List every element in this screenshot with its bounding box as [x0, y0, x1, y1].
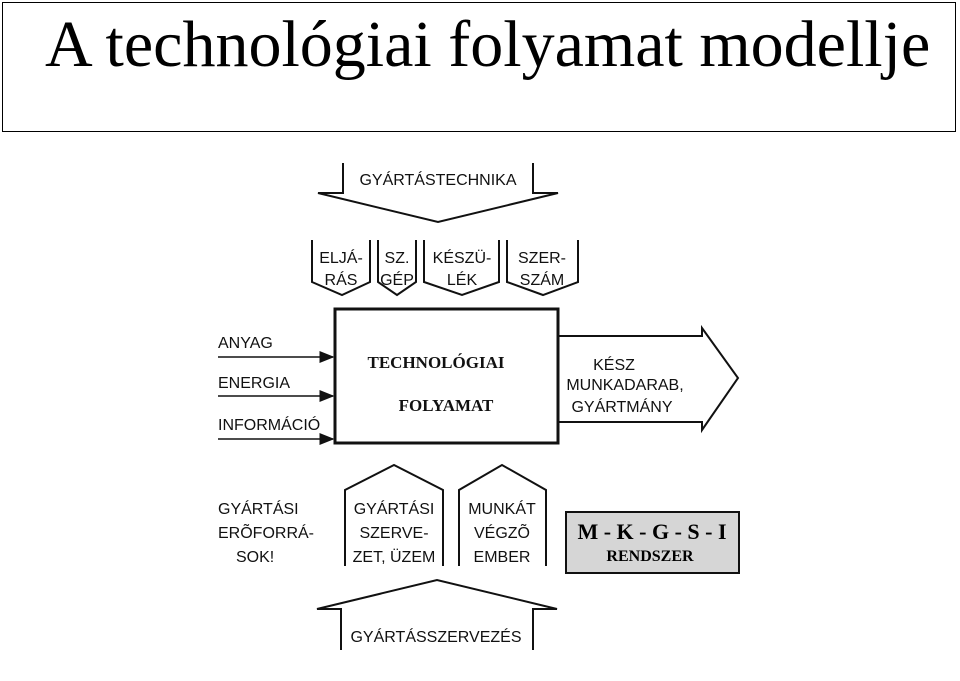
- worker-line1: MUNKÁT: [468, 499, 536, 518]
- output-line3: GYÁRTMÁNY: [571, 397, 672, 416]
- bottom-arrow-label: GYÁRTÁSSZERVEZÉS: [350, 627, 521, 646]
- organization-line3: ZET, ÜZEM: [353, 548, 436, 566]
- top-arrow-label: GYÁRTÁSTECHNIKA: [359, 170, 516, 189]
- organization-line2: SZERVE-: [359, 525, 428, 542]
- tool-eljaras-line2: RÁS: [325, 270, 358, 289]
- input-informacio-label: INFORMÁCIÓ: [218, 415, 320, 434]
- input-informacio: INFORMÁCIÓ: [218, 415, 335, 445]
- tool-keszulek-shape: [423, 240, 500, 297]
- tool-eljaras-line1: ELJÁ-: [319, 248, 363, 267]
- input-anyag: ANYAG: [218, 335, 335, 363]
- tool-szgep: SZ. GÉP: [377, 240, 417, 297]
- process-box-rect: [333, 307, 560, 445]
- system-box-rect: [565, 511, 740, 574]
- worker-line3: EMBER: [474, 549, 531, 566]
- organization-line1: GYÁRTÁSI: [354, 499, 435, 518]
- process-box: TECHNOLÓGIAI FOLYAMAT: [333, 307, 560, 445]
- top-arrow-shape: [317, 163, 559, 224]
- page-title: A technológiai folyamat modellje: [45, 8, 931, 81]
- tool-keszulek: KÉSZÜ- LÉK: [423, 240, 500, 297]
- tool-szgep-line2: GÉP: [380, 270, 414, 289]
- tool-szgep-line1: SZ.: [385, 250, 410, 267]
- worker-line2: VÉGZÕ: [474, 522, 530, 542]
- system-box: M - K - G - S - I RENDSZER: [565, 511, 740, 574]
- input-anyag-label: ANYAG: [218, 335, 273, 352]
- process-line1: TECHNOLÓGIAI: [368, 353, 505, 372]
- tool-eljaras: ELJÁ- RÁS: [311, 240, 371, 297]
- resources-line1: GYÁRTÁSI: [218, 499, 299, 518]
- tool-keszulek-line1: KÉSZÜ-: [433, 248, 492, 267]
- output-arrow-shape: [558, 324, 740, 434]
- output-line1: KÉSZ: [593, 355, 635, 374]
- worker-house-shape: [458, 463, 547, 566]
- title-box: A technológiai folyamat modellje: [2, 2, 956, 132]
- tool-keszulek-line2: LÉK: [447, 270, 478, 289]
- tool-szgep-shape: [377, 240, 417, 297]
- input-energia: ENERGIA: [218, 375, 335, 402]
- output-line2: MUNKADARAB,: [566, 377, 683, 394]
- system-line2: RENDSZER: [606, 548, 694, 565]
- resources-line2: ERÕFORRÁ-: [218, 522, 314, 542]
- tool-eljaras-shape: [311, 240, 371, 297]
- tool-szerszam: SZER- SZÁM: [506, 240, 579, 297]
- tool-szerszam-shape: [506, 240, 579, 297]
- resources-label: GYÁRTÁSI ERÕFORRÁ- SOK!: [218, 499, 314, 566]
- output-arrow: KÉSZ MUNKADARAB, GYÁRTMÁNY: [558, 324, 740, 434]
- gyartastechnika-arrow: GYÁRTÁSTECHNIKA: [317, 163, 559, 224]
- worker-house: MUNKÁT VÉGZÕ EMBER: [458, 463, 547, 566]
- organization-house-shape: [344, 463, 444, 566]
- input-energia-label: ENERGIA: [218, 375, 290, 392]
- tool-szerszam-line2: SZÁM: [520, 270, 564, 289]
- system-line1: M - K - G - S - I: [577, 519, 726, 544]
- gyartasszervezes-arrow: GYÁRTÁSSZERVEZÉS: [316, 578, 558, 650]
- process-line2: FOLYAMAT: [399, 396, 494, 415]
- bottom-arrow-shape: [316, 578, 558, 650]
- organization-house: GYÁRTÁSI SZERVE- ZET, ÜZEM: [344, 463, 444, 566]
- tool-szerszam-line1: SZER-: [518, 250, 566, 267]
- resources-line3: SOK!: [236, 549, 274, 566]
